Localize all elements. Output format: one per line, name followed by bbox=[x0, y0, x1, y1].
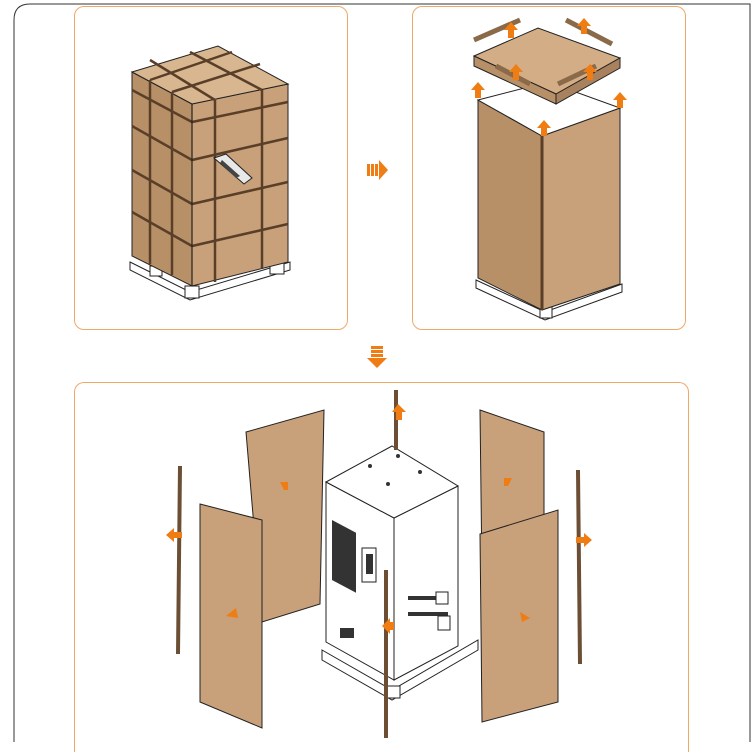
cabinet bbox=[326, 446, 458, 680]
side-panel-front-right bbox=[480, 510, 558, 722]
